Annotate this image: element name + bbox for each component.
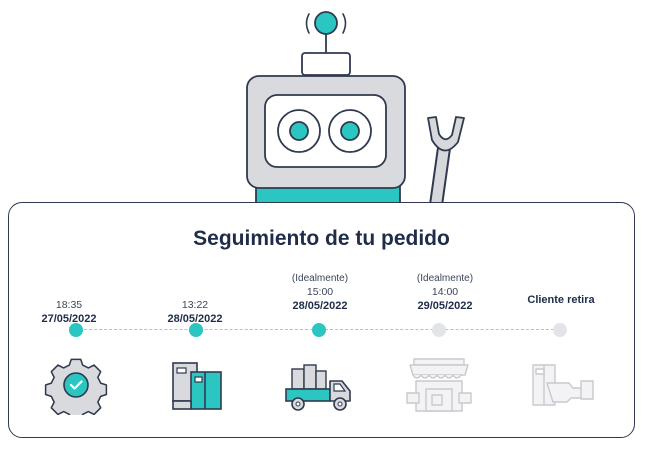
gear-check-icon [44, 358, 108, 415]
step-3-time: 15:00 [306, 286, 334, 298]
tracking-title: Seguimiento de tu pedido [193, 227, 450, 250]
step-1-label [9, 285, 129, 298]
step-2-info: 13:22 28/05/2022 [135, 285, 255, 326]
step-5-date: Cliente retira [527, 294, 595, 306]
step-1-info: 18:35 27/05/2022 [9, 285, 129, 326]
step-4-time: 14:00 [431, 286, 459, 298]
step-3-info: (Idealmente) 15:00 28/05/2022 [260, 272, 380, 313]
step-2-dot [189, 323, 203, 337]
step-1-dot [69, 323, 83, 337]
delivery-truck-icon [285, 364, 351, 411]
robot-mascot-icon [246, 11, 465, 205]
packages-icon [172, 362, 222, 410]
step-2-date: 28/05/2022 [167, 313, 223, 325]
hand-package-icon [532, 364, 594, 406]
tracking-timeline: 18:35 27/05/2022 13:22 28/05/2022 [9, 203, 634, 437]
step-5-info: Cliente retira [501, 293, 621, 307]
step-4-info: (Idealmente) 14:00 29/05/2022 [385, 272, 505, 313]
step-2-label [135, 285, 255, 298]
step-3-label: (Idealmente) [291, 273, 349, 284]
step-5-dot [553, 323, 567, 337]
step-4-dot [432, 323, 446, 337]
step-3-date: 28/05/2022 [292, 300, 348, 312]
tracking-card: Seguimiento de tu pedido 18:35 27/05/202… [8, 202, 635, 438]
store-icon [406, 358, 472, 412]
step-1-date: 27/05/2022 [41, 313, 97, 325]
step-2-time: 13:22 [181, 299, 209, 311]
step-4-label: (Idealmente) [416, 273, 474, 284]
step-4-date: 29/05/2022 [417, 300, 473, 312]
step-3-dot [312, 323, 326, 337]
step-1-time: 18:35 [55, 299, 83, 311]
